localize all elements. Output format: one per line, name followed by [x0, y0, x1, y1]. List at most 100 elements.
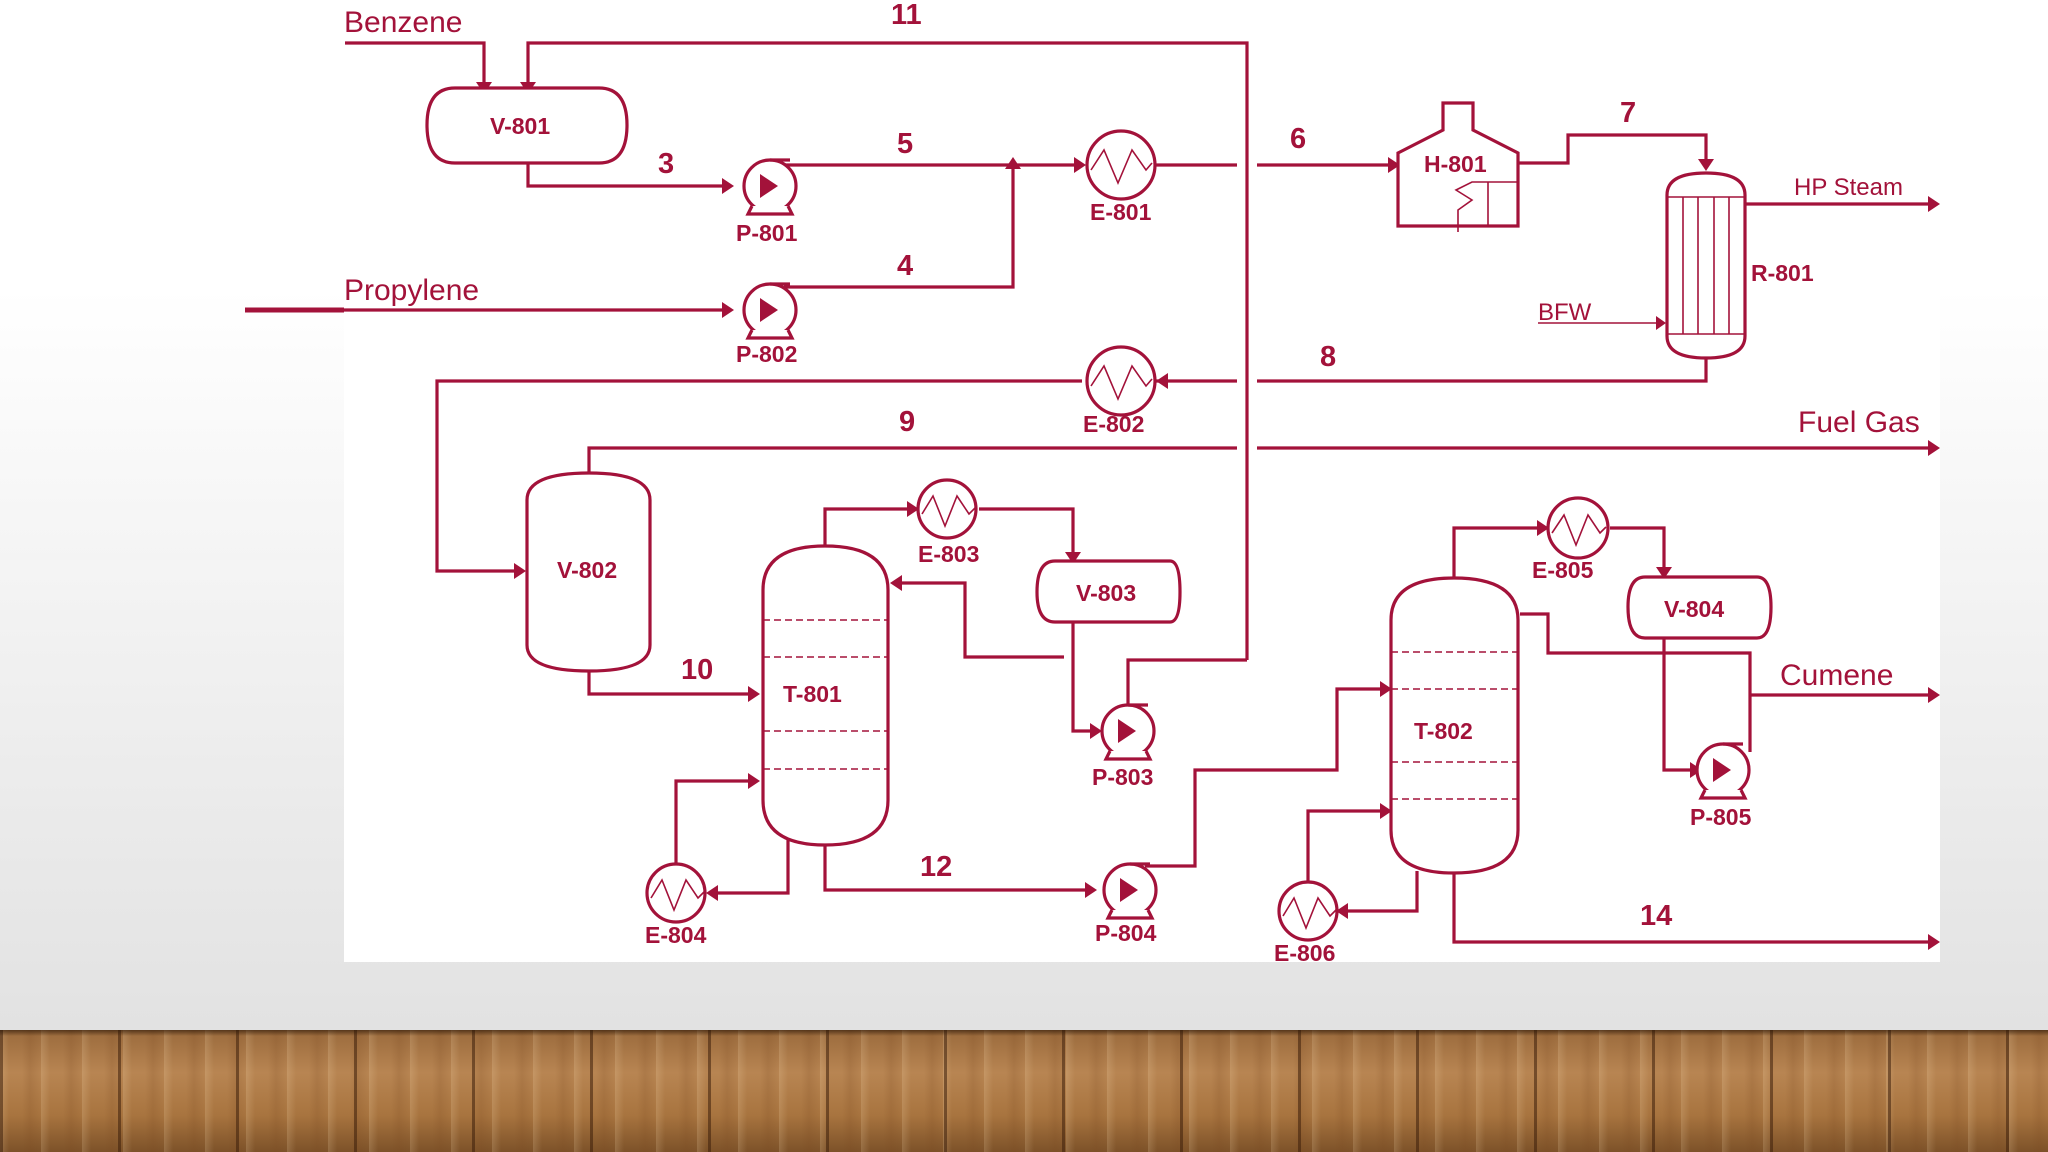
stream-10-line [587, 671, 756, 696]
e805-exchanger [1546, 496, 1610, 560]
p802-label: P-802 [736, 341, 797, 367]
p803-pump [1100, 703, 1156, 761]
arrow [1380, 803, 1392, 819]
arrow [748, 773, 760, 789]
t802-overhead-line [1452, 526, 1545, 578]
stream-3-line [526, 163, 730, 188]
arrow [1928, 196, 1940, 212]
p804-discharge-line [1145, 687, 1388, 868]
feed-labels: Benzene Propylene HP Steam BFW Fuel Gas … [344, 6, 1920, 692]
h801-heater [1396, 101, 1520, 232]
arrow [1380, 681, 1392, 697]
stream-number-12: 12 [920, 851, 952, 883]
t802-label: T-802 [1414, 718, 1473, 744]
h801-label: H-801 [1424, 151, 1487, 177]
arrow [1388, 157, 1400, 173]
stream-number-6: 6 [1290, 123, 1306, 155]
v804-vessel [1626, 575, 1773, 640]
propylene-label: Propylene [344, 274, 479, 307]
e801-exchanger [1085, 129, 1157, 201]
arrow [1928, 440, 1940, 456]
process-lines [245, 41, 1928, 944]
stream-number-4: 4 [897, 250, 913, 282]
stream-8-line [1257, 358, 1708, 383]
p805-label: P-805 [1690, 804, 1752, 830]
e806-exchanger [1277, 880, 1339, 942]
stream-number-11: 11 [891, 0, 922, 31]
stream-number-9: 9 [899, 406, 915, 438]
arrow [1336, 903, 1348, 919]
stream-number-14: 14 [1640, 900, 1672, 932]
arrow [1085, 882, 1097, 898]
v803-drain-line [1071, 622, 1098, 733]
r801-label: R-801 [1751, 260, 1814, 286]
arrow [1928, 934, 1940, 950]
p803-discharge-line [1126, 658, 1247, 708]
stream-number-8: 8 [1320, 341, 1336, 373]
stream-11-line [526, 41, 1249, 660]
stream-4-line [784, 165, 1015, 289]
e806-return-line [1306, 809, 1388, 885]
e803-exchanger [916, 478, 978, 540]
arrow [722, 302, 734, 318]
t801-bottoms-to-e804-line [710, 838, 790, 895]
t802-trays [1391, 651, 1518, 800]
e806-label: E-806 [1274, 940, 1335, 966]
arrow [1656, 567, 1672, 579]
t801-trays [763, 619, 888, 770]
stream-number-labels: 3 4 5 6 7 8 9 10 11 12 14 [658, 0, 1672, 932]
arrow [907, 501, 919, 517]
arrow [890, 575, 902, 591]
p804-label: P-804 [1095, 920, 1157, 946]
t802-side-line [1520, 612, 1752, 752]
stream-7-line [1518, 133, 1708, 165]
stream-9-line [587, 446, 1237, 473]
arrow [1698, 159, 1714, 171]
stream-number-7: 7 [1620, 97, 1636, 129]
v804-drain-line [1662, 638, 1698, 772]
e802-exchanger [1085, 345, 1157, 417]
fuel-gas-label: Fuel Gas [1798, 406, 1920, 439]
v803-label: V-803 [1076, 580, 1136, 606]
arrow [1537, 520, 1549, 536]
v803-vessel [1035, 559, 1182, 624]
arrow [1090, 723, 1102, 739]
p804-pump [1102, 862, 1158, 920]
v802-vessel [525, 471, 652, 673]
e803-label: E-803 [918, 541, 979, 567]
t802-column [1389, 576, 1520, 875]
v802-label: V-802 [557, 557, 617, 583]
arrow [722, 178, 734, 194]
e804-return-line [674, 779, 756, 869]
benzene-feed-line [345, 41, 486, 88]
arrow [1928, 687, 1940, 703]
t801-reflux-line [894, 581, 1064, 659]
v801-label: V-801 [490, 113, 550, 139]
t801-label: T-801 [783, 681, 842, 707]
bfw-label: BFW [1538, 299, 1592, 326]
p803-label: P-803 [1092, 764, 1153, 790]
hp-steam-label: HP Steam [1794, 174, 1903, 201]
v801-vessel [425, 86, 629, 165]
benzene-label: Benzene [344, 6, 462, 39]
arrow [1656, 316, 1666, 330]
arrow [1005, 157, 1021, 169]
e805-label: E-805 [1532, 557, 1594, 583]
stream-number-10: 10 [681, 654, 713, 686]
arrow [514, 563, 526, 579]
arrow [1065, 552, 1081, 564]
stream-8c-line [435, 379, 1082, 573]
flow-arrows [476, 82, 1940, 950]
e803-outlet-line [979, 507, 1075, 558]
p801-label: P-801 [736, 220, 798, 246]
wood-floor-decoration [0, 1030, 2048, 1152]
cumene-label: Cumene [1780, 659, 1893, 692]
e802-label: E-802 [1083, 411, 1144, 437]
t801-overhead-line [823, 507, 915, 546]
p805-pump [1695, 742, 1751, 800]
e804-exchanger [645, 862, 707, 924]
stream-number-5: 5 [897, 128, 913, 160]
e801-label: E-801 [1090, 199, 1152, 225]
r801-reactor [1665, 171, 1747, 360]
